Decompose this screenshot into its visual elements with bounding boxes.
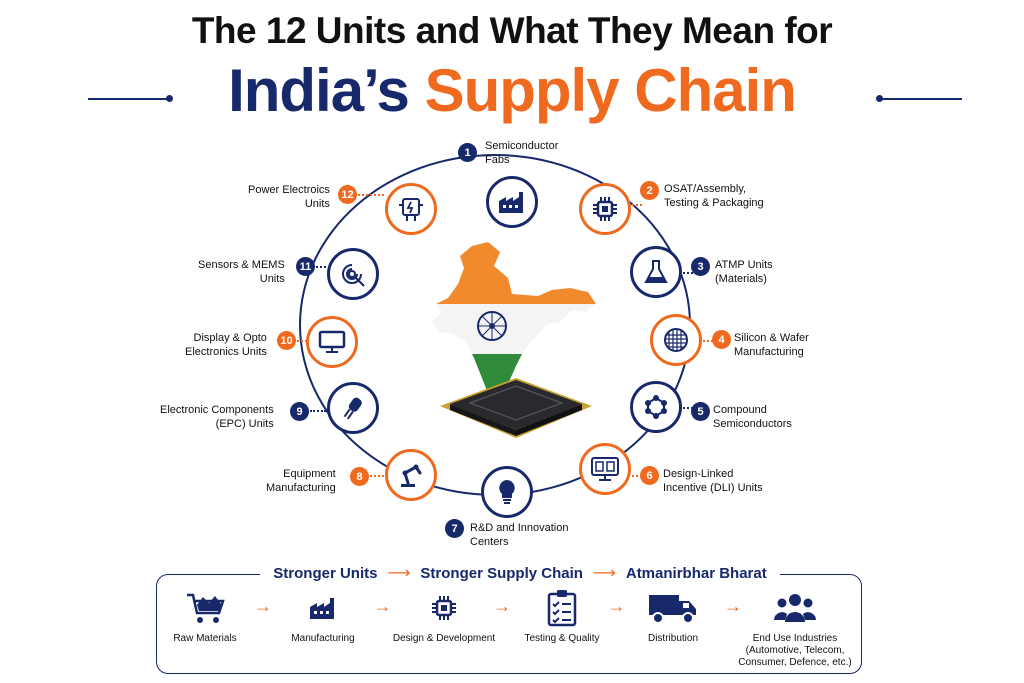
unit-number-badge: 8 (350, 467, 369, 486)
unit-node-sensors-mems (327, 248, 379, 300)
display-icon (318, 330, 346, 354)
flow-heading-stronger-supply-chain: Stronger Supply Chain (420, 564, 583, 582)
unit-node-osat-assembly (579, 183, 631, 235)
unit-number-badge: 12 (338, 185, 357, 204)
flow-arrow: → (607, 596, 626, 616)
unit-connector (703, 340, 713, 342)
unit-label-power-electroics: Power Electroics Units (248, 184, 330, 210)
wafer-icon (663, 327, 689, 353)
flow-step-distribution: Distribution (647, 633, 699, 644)
capacitor-icon (340, 394, 366, 422)
flow-heading-arrow-1: ⟶ (387, 565, 411, 582)
unit-number-badge: 5 (691, 402, 710, 421)
unit-connector (316, 266, 326, 268)
india-map-chip-illustration (432, 242, 596, 438)
unit-node-semiconductor (486, 176, 538, 228)
lightbulb-icon (496, 478, 518, 506)
unit-label-compound: Compound Semiconductors (713, 404, 792, 430)
title-line-1: The 12 Units and What They Mean for (191, 10, 833, 51)
flask-icon (644, 259, 668, 285)
title-divider-dot-left (166, 95, 173, 102)
unit-number-badge: 7 (445, 519, 464, 538)
unit-label-silicon-wafer: Silicon & Wafer Manufacturing (734, 332, 809, 358)
unit-label-sensors-mems: Sensors & MEMS Units (198, 259, 285, 285)
unit-connector (632, 204, 642, 206)
flow-arrow: → (724, 596, 742, 616)
power-module-icon (398, 195, 424, 223)
unit-node-silicon-wafer (650, 314, 702, 366)
flow-heading-arrow-2: ⟶ (592, 565, 616, 582)
flow-step-testing-quality: Testing & Quality (524, 633, 600, 644)
design-monitor-icon (590, 456, 620, 482)
unit-label-design-linked: Design-Linked Incentive (DLI) Units (663, 468, 763, 494)
unit-number-badge: 1 (458, 143, 477, 162)
unit-node-r-d-and-innovation (481, 466, 533, 518)
title-india: India’s (228, 57, 410, 124)
flow-heading: Stronger Units ⟶ Stronger Supply Chain ⟶… (260, 563, 780, 583)
chip-icon (592, 196, 618, 222)
unit-label-atmp-units: ATMP Units (Materials) (715, 259, 773, 285)
unit-label-display-opto: Display & Opto Electronics Units (185, 332, 267, 358)
unit-connector (310, 410, 326, 412)
unit-node-electronic-components (327, 382, 379, 434)
robot-arm-icon (397, 461, 425, 489)
flow-arrow: → (373, 596, 392, 616)
title-line-2: India’s Supply Chain (0, 54, 1024, 128)
flow-step-manufacturing: Manufacturing (291, 633, 355, 644)
flow-step-design-development: Design & Development (392, 633, 496, 644)
unit-number-badge: 3 (691, 257, 710, 276)
unit-node-compound (630, 381, 682, 433)
unit-node-power-electroics (385, 183, 437, 235)
cart-icon (177, 588, 233, 628)
flow-heading-stronger-units: Stronger Units (273, 564, 378, 582)
flow-step-end-use-industries: End Use Industries (Automotive, Telecom,… (738, 633, 852, 668)
unit-number-badge: 10 (277, 331, 296, 350)
title-supply-chain: Supply Chain (424, 57, 797, 124)
factory-icon (497, 189, 527, 215)
factory-icon (295, 588, 351, 628)
unit-connector (683, 272, 693, 274)
unit-node-design-linked (579, 443, 631, 495)
unit-number-badge: 4 (712, 330, 731, 349)
unit-label-osat-assembly: OSAT/Assembly, Testing & Packaging (664, 183, 764, 209)
flow-arrow: → (254, 596, 272, 616)
unit-node-equipment (385, 449, 437, 501)
unit-connector (370, 475, 384, 477)
molecule-icon (642, 394, 670, 420)
title-divider-left (88, 98, 168, 100)
flow-arrow: → (493, 596, 511, 616)
unit-node-atmp-units (630, 246, 682, 298)
unit-label-equipment: Equipment Manufacturing (266, 468, 336, 494)
title-divider-right (882, 98, 962, 100)
unit-node-display-opto (306, 316, 358, 368)
unit-number-badge: 11 (296, 257, 315, 276)
people-icon (767, 588, 823, 628)
unit-number-badge: 9 (290, 402, 309, 421)
unit-connector (297, 340, 307, 342)
unit-connector (632, 475, 642, 477)
unit-connector (358, 194, 384, 196)
unit-connector (683, 407, 693, 409)
sensor-icon (339, 260, 367, 288)
flow-step-raw-materials: Raw Materials (173, 633, 237, 644)
unit-label-electronic-components: Electronic Components (EPC) Units (160, 404, 274, 430)
unit-label-semiconductor: Semiconductor Fabs (485, 140, 559, 166)
title-divider-dot-right (876, 95, 883, 102)
checklist-icon (534, 588, 590, 628)
truck-icon (645, 588, 701, 628)
unit-number-badge: 2 (640, 181, 659, 200)
chip-icon (416, 588, 472, 628)
unit-label-r-d-and-innovation: R&D and Innovation Centers (470, 522, 569, 548)
flow-heading-atmanirbhar-bharat: Atmanirbhar Bharat (625, 564, 767, 582)
unit-number-badge: 6 (640, 466, 659, 485)
